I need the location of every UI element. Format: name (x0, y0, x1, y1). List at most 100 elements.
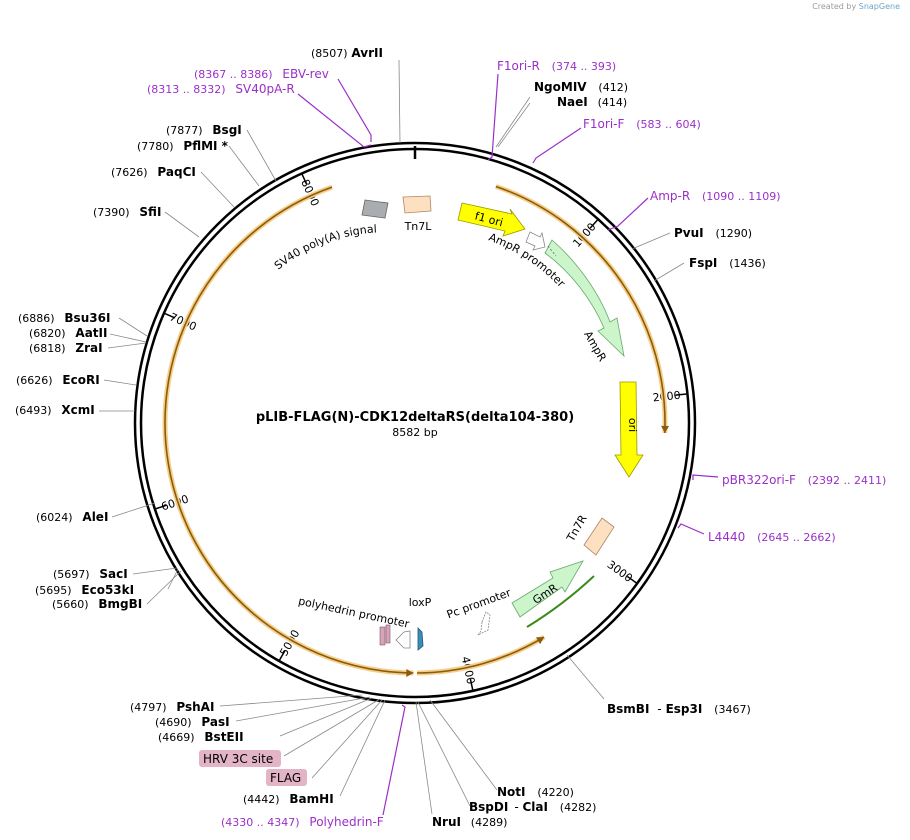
feature-f1-ori: f1 ori (457, 202, 526, 237)
site-ngomiv-name: NgoMIV (534, 80, 587, 94)
site-bsteii-name: BstEII (204, 730, 243, 744)
orf-3-arrowhead (406, 668, 414, 677)
orf-2-arrowhead (536, 637, 545, 645)
site-noti: NotI (4220) (497, 785, 574, 799)
backbone-outer (133, 141, 697, 705)
site-saci-name: SacI (99, 567, 127, 581)
site-bsu36i-pos: (6886) (18, 312, 55, 325)
leader-pasi (235, 696, 371, 722)
plasmid-size: 8582 bp (392, 426, 437, 439)
site-bamhi-name: BamHI (289, 792, 333, 806)
site-ngomiv-pos: (412) (598, 81, 628, 94)
leader-paqci (200, 171, 235, 208)
ori-label: ori (626, 418, 639, 432)
site-pvui-pos: (1290) (715, 227, 752, 240)
site-bsu36i-name: Bsu36I (64, 311, 110, 325)
site-zrai-pos: (6818) (29, 342, 66, 355)
primer-pbr322ori-f-name: pBR322ori-F (722, 473, 796, 487)
tick-mark-6000 (155, 504, 167, 510)
leader-saci (132, 567, 178, 575)
site-paqci-name: PaqCI (157, 165, 195, 179)
tick-mark-4000 (469, 678, 474, 690)
site-pflmi-pos: (7780) (137, 140, 174, 153)
ampr-arrow (544, 239, 625, 358)
site-bspdi-pos: (4282) (560, 801, 597, 814)
credit-brand: SnapGene (858, 2, 900, 11)
flag-text: FLAG (270, 771, 301, 785)
site-ecori-name: EcoRI (62, 373, 99, 387)
primer-f1ori-r-range: (374 .. 393) (552, 60, 617, 73)
primer-mark-l4440 (677, 523, 705, 535)
site-xcmi-name: XcmI (61, 403, 94, 417)
boxed-labels: HRV 3C site FLAG (199, 750, 307, 786)
site-bsgi-name: BsgI (212, 123, 241, 137)
tn7r-label: Tn7R (564, 512, 590, 544)
plasmid-name: pLIB-FLAG(N)-CDK12deltaRS(delta104-380) (256, 410, 574, 425)
primer-amp-r: Amp-R (1090 .. 1109) (650, 189, 781, 203)
site-bamhi: (4442) BamHI (243, 792, 334, 806)
tick-mark-7000 (164, 312, 176, 319)
ori-arrow (614, 381, 644, 478)
sv40-polya-label: SV40 poly(A) signal (272, 222, 377, 272)
feature-ampr: AmpR (544, 239, 625, 364)
feature-sv40-polya: SV40 poly(A) signal (272, 199, 389, 272)
primer-polyhedrin-f-name: Polyhedrin-F (309, 815, 383, 829)
leader-pflmi (228, 145, 260, 187)
leader-bmgbi (146, 570, 182, 605)
primer-ebv-rev: (8367 .. 8386) EBV-rev (194, 67, 329, 81)
primer-f1ori-f: F1ori-F (583 .. 604) (583, 117, 701, 131)
f1-ori-arrow (457, 202, 526, 237)
leader-alei (111, 502, 156, 518)
site-paqci: (7626) PaqCI (111, 165, 196, 179)
site-saci: (5697) SacI (53, 567, 128, 581)
site-pvui: PvuI (1290) (674, 226, 752, 240)
site-pvui-name: PvuI (674, 226, 704, 240)
primer-pbr322ori-f: pBR322ori-F (2392 .. 2411) (722, 473, 886, 487)
loxp-label: loxP (409, 596, 432, 609)
tick-label-4000: 4000 (459, 655, 478, 685)
site-zrai-name: ZraI (75, 341, 102, 355)
site-ecori-pos: (6626) (16, 374, 53, 387)
tick-mark-5000 (278, 650, 286, 661)
site-sfii-pos: (7390) (93, 206, 130, 219)
tn7r-box (583, 517, 615, 556)
primer-l4440-name: L4440 (708, 530, 745, 544)
tick-mark-8000 (301, 174, 308, 185)
leader-sfii (164, 211, 200, 238)
orf-1-arrowhead (661, 425, 670, 433)
site-fspi: FspI (1436) (689, 256, 766, 270)
site-alei-name: AleI (82, 510, 108, 524)
site-eco53ki-pos: (5695) (35, 584, 72, 597)
site-ngomiv: NgoMIV (412) (534, 80, 628, 94)
hrv3c-site-box (379, 626, 386, 646)
site-pflmi-name: PflMI * (183, 139, 228, 153)
leader-pshai (219, 694, 363, 707)
feature-tn7l: Tn7L (402, 195, 432, 233)
site-sfii-name: SfiI (139, 205, 161, 219)
site-pasi-pos: (4690) (155, 716, 192, 729)
tick-mark-2000 (675, 393, 687, 396)
pc-promoter-arrow (477, 611, 491, 636)
leader-flag (311, 699, 383, 779)
site-labels: (8507) AvrII NgoMIV (412) NaeI (414) Pvu… (15, 46, 766, 829)
tick-label-3000: 3000 (605, 558, 635, 585)
sv40-polya-box (361, 199, 389, 219)
snapgene-credit: Created by SnapGene (812, 2, 900, 11)
primer-sv40pa-r-name: SV40pA-R (235, 82, 294, 96)
site-bmgbi: (5660) BmgBI (52, 597, 142, 611)
primer-mark-ebv-rev (337, 78, 372, 142)
site-ecori: (6626) EcoRI (16, 373, 100, 387)
site-noti-name: NotI (497, 785, 526, 799)
leader-ecori (103, 379, 137, 386)
hrv3c-site-text: HRV 3C site (203, 752, 273, 766)
feature-polyhedrin-promoter: polyhedrin promoter (297, 594, 411, 649)
leader-aatii (109, 333, 147, 343)
primer-f1ori-r: F1ori-R (374 .. 393) (497, 59, 616, 73)
site-sfii: (7390) SfiI (93, 205, 161, 219)
site-bamhi-pos: (4442) (243, 793, 280, 806)
primer-mark-amp-r (607, 197, 649, 231)
leader-bamhi (339, 699, 386, 797)
feature-tn7r: Tn7R (564, 512, 615, 556)
pc-promoter-label: Pc promoter (445, 586, 513, 621)
site-pflmi: (7780) PflMI * (137, 139, 229, 153)
